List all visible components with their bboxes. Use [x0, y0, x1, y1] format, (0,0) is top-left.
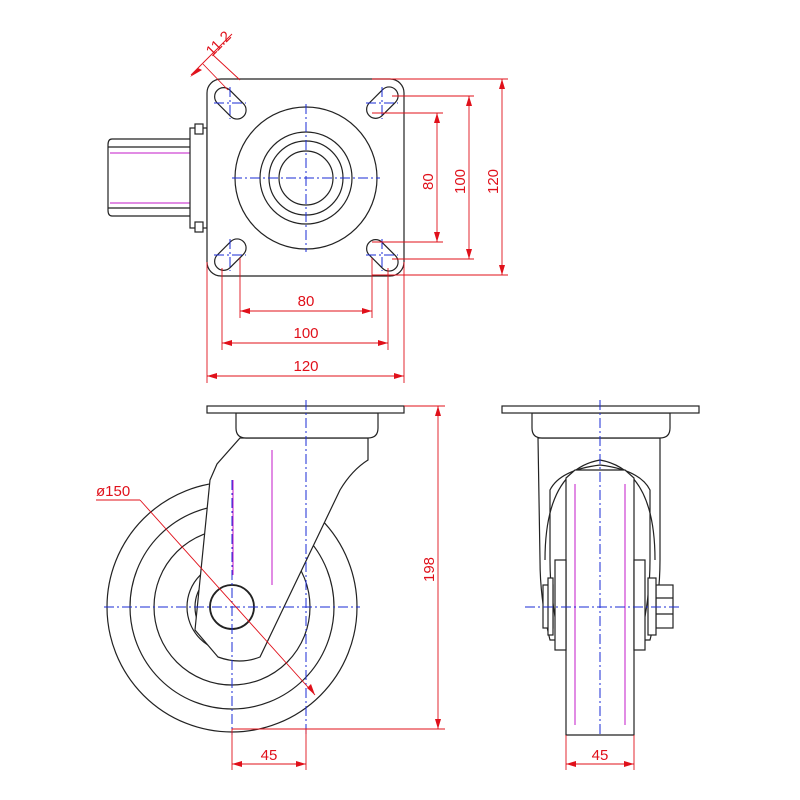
dimension-vertical-100: [466, 96, 472, 259]
dimension-overall-height: [435, 406, 441, 729]
dimension-slot-width-text: 11.2: [203, 28, 235, 60]
mounting-slot-top-right: [366, 86, 399, 119]
bracket-edges: [108, 146, 200, 209]
side-spacer-left: [554, 559, 567, 651]
side-view: 45: [501, 400, 700, 770]
dimension-horizontal-80: [240, 308, 372, 314]
dimension-vertical-80-text: 80: [420, 173, 437, 190]
dimension-horizontal-80-text: 80: [298, 293, 315, 310]
dimension-overall-height-text: 198: [421, 557, 438, 582]
side-swivel-head: [531, 412, 671, 439]
front-view: ø150 198 45: [96, 400, 445, 770]
dimension-wheel-width-text: 45: [592, 747, 609, 764]
dimension-horizontal-100: [222, 340, 388, 346]
bracket-bolt-bottom: [194, 221, 204, 233]
dimension-horizontal-120-text: 120: [293, 358, 318, 375]
fork-leg: [194, 437, 369, 662]
dimension-wheel-width: [566, 761, 634, 767]
swivel-head: [235, 412, 379, 439]
dimension-wheel-diameter: [96, 499, 316, 696]
dimension-offset-text: 45: [261, 747, 278, 764]
bracket-bolt-top: [194, 123, 204, 135]
dimension-wheel-diameter-text: ø150: [96, 483, 130, 500]
bracket-outline: [107, 138, 207, 217]
dimension-slot-width: [190, 33, 241, 91]
dimension-vertical-100-text: 100: [452, 169, 469, 194]
dimension-vertical-120-text: 120: [485, 169, 502, 194]
dimension-horizontal-120: [207, 373, 404, 379]
dimension-horizontal-100-text: 100: [293, 325, 318, 342]
top-view: 11.2 80 100 120: [107, 28, 508, 383]
mounting-slot-top-left: [214, 87, 247, 120]
bracket-flange: [189, 127, 208, 229]
mounting-slot-bottom-right: [366, 239, 399, 272]
mounting-slot-bottom-left: [214, 238, 247, 271]
dimension-offset: [232, 761, 306, 767]
side-spacer-right: [633, 559, 646, 651]
dimension-vertical-80: [434, 113, 440, 242]
kingpin-circle: [278, 150, 334, 206]
dimension-vertical-120: [499, 79, 505, 275]
